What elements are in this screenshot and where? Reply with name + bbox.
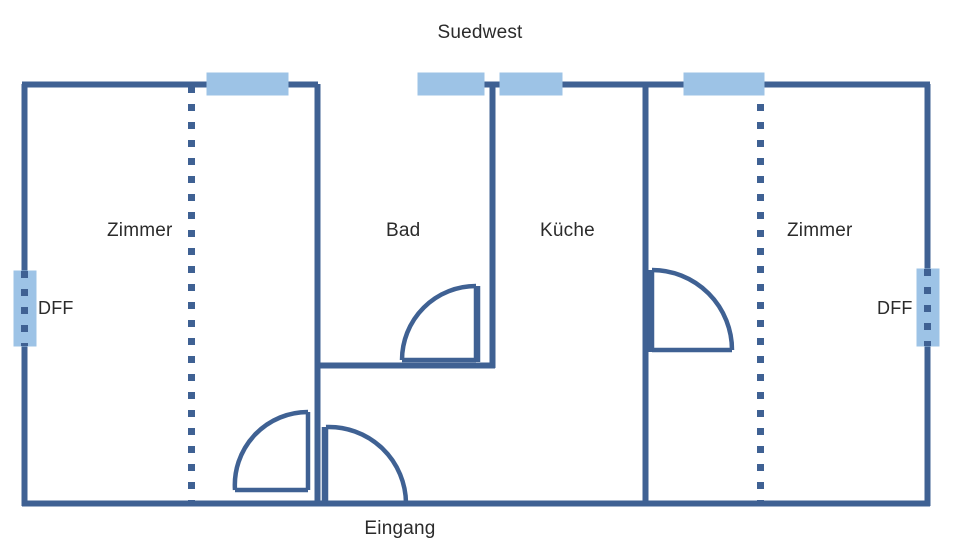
door-flur-left (232, 409, 311, 493)
roof-window-left (13, 270, 37, 347)
door-bad (399, 283, 481, 363)
door-flur-left-arc (232, 409, 311, 493)
entrance-label: Eingang (364, 518, 436, 539)
room-label-bad: Bad (386, 220, 421, 241)
roof-window-label-right: DFF (877, 298, 913, 318)
room-label-zimmer-right: Zimmer (787, 220, 853, 241)
window-3 (499, 72, 563, 96)
door-entrance-arc (323, 424, 409, 506)
window-1 (206, 72, 289, 96)
top-wall-windows (206, 72, 765, 96)
room-dividers (188, 86, 764, 503)
door-kueche-arc (649, 267, 735, 353)
window-4 (683, 72, 765, 96)
room-label-zimmer-left: Zimmer (107, 220, 173, 241)
room-label-kueche: Küche (540, 220, 595, 241)
door-bad-arc (399, 283, 479, 363)
window-2 (417, 72, 485, 96)
door-entrance (321, 424, 409, 506)
roof-window-right (916, 268, 940, 347)
outer-walls (21, 81, 931, 507)
roof-window-label-left: DFF (38, 298, 74, 318)
interior-walls (314, 84, 649, 505)
orientation-label: Suedwest (437, 22, 523, 43)
door-kueche (647, 267, 735, 353)
